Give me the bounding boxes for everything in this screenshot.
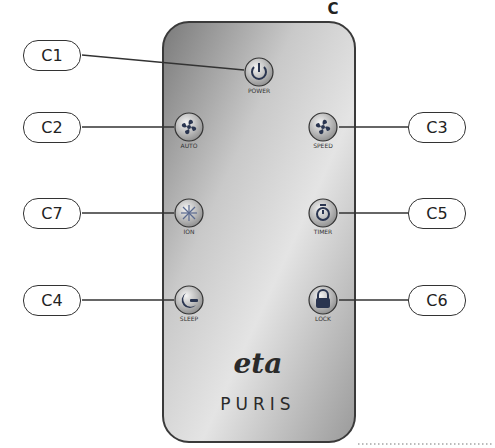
callout-box: C3 xyxy=(408,112,466,143)
lock-icon xyxy=(316,290,330,308)
button-label: AUTO xyxy=(181,143,198,149)
callout-number: C5 xyxy=(426,204,447,223)
callout-number: C4 xyxy=(41,291,62,310)
sleep-icon xyxy=(182,293,198,308)
callout-box: C7 xyxy=(23,198,81,229)
button-label: SLEEP xyxy=(180,316,198,322)
figure-letter: C xyxy=(327,2,338,17)
buttons xyxy=(175,58,337,314)
callout-number: C1 xyxy=(41,46,62,65)
callout-number: C2 xyxy=(41,118,62,137)
callout-box: C4 xyxy=(23,285,81,316)
callout-box: C6 xyxy=(408,285,466,316)
button-label: LOCK xyxy=(315,316,331,322)
button-label: SPEED xyxy=(313,143,333,149)
callout-number: C3 xyxy=(426,118,447,137)
callout-number: C6 xyxy=(426,291,447,310)
callout-box: C1 xyxy=(23,40,81,71)
callout-number: C7 xyxy=(41,204,62,223)
brand-logo: eta xyxy=(234,350,283,378)
remote-body xyxy=(163,22,355,442)
button-label: POWER xyxy=(248,88,270,94)
timer-icon xyxy=(317,205,329,220)
dotted-line xyxy=(358,443,492,444)
ion-icon xyxy=(181,205,197,221)
button-label: TIMER xyxy=(314,229,333,235)
fan-icons xyxy=(182,120,330,134)
power-icon xyxy=(252,63,266,79)
callout-box: C2 xyxy=(23,112,81,143)
button-label: ION xyxy=(184,229,195,235)
leader-lines xyxy=(82,55,408,300)
callout-box: C5 xyxy=(408,198,466,229)
product-name: PURIS xyxy=(220,396,295,413)
